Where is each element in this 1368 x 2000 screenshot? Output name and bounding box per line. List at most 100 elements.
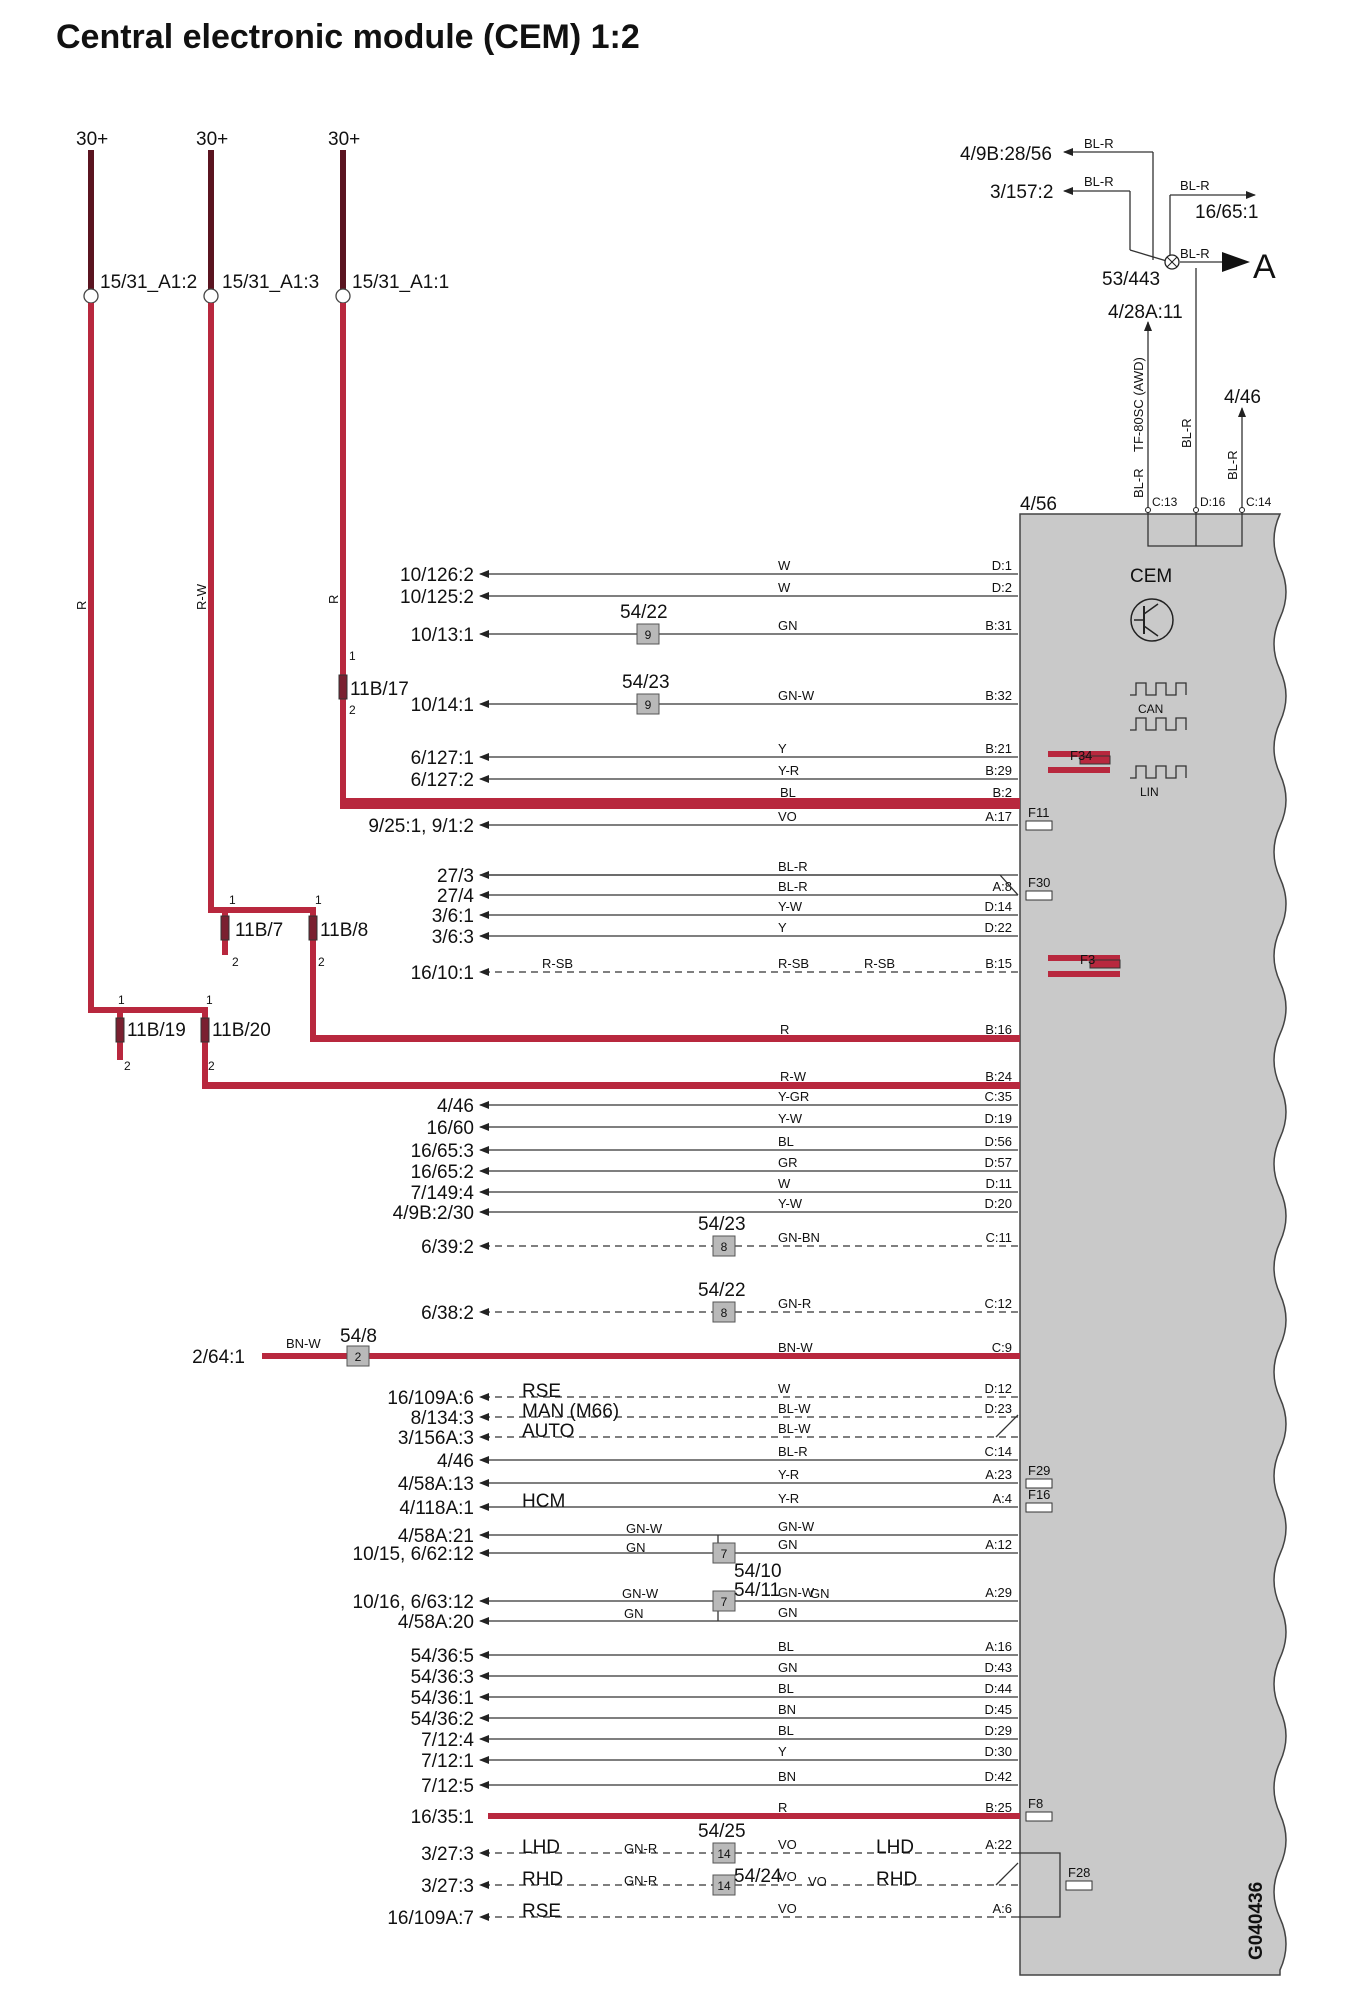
label-gn-3: GN bbox=[810, 1586, 830, 1601]
label-rhd-1: RHD bbox=[522, 1869, 563, 1890]
splice-number: 8 bbox=[721, 1306, 728, 1320]
splice-box: 854/22 bbox=[698, 1280, 746, 1323]
row-pin: D:22 bbox=[985, 920, 1012, 935]
row-destination: 16/65:3 bbox=[411, 1141, 474, 1162]
supply-2-fuse: 15/31_A1:3 bbox=[222, 272, 319, 293]
row-wire-color: GN bbox=[778, 1537, 798, 1552]
splice-ref: 54/10 bbox=[734, 1561, 782, 1582]
top-wire-6: BL-R bbox=[1179, 418, 1194, 448]
pin-num-d1: 1 bbox=[118, 993, 125, 1007]
row-wire-color: BL bbox=[778, 1723, 794, 1738]
splice-rect bbox=[712, 1235, 736, 1257]
row-pin: D:14 bbox=[985, 899, 1012, 914]
splice-number: 9 bbox=[645, 628, 652, 642]
connector-11b8: 11B/8 bbox=[320, 920, 368, 941]
row-destination: 4/58A:21 bbox=[398, 1526, 474, 1547]
top-wire-7: BL-R bbox=[1225, 450, 1240, 480]
label-gnr-2: GN-R bbox=[624, 1873, 657, 1888]
row-destination: 4/9B:2/30 bbox=[393, 1203, 474, 1224]
fuse-power-lead bbox=[1048, 955, 1120, 977]
row-pin: A:29 bbox=[985, 1585, 1012, 1600]
top-wire-4: BL-R bbox=[1180, 246, 1210, 261]
splice-ref: 54/11 bbox=[734, 1580, 780, 1601]
row-pin: D:23 bbox=[985, 1401, 1012, 1416]
transistor-icon bbox=[1130, 598, 1174, 642]
label-rhd-2: RHD bbox=[876, 1869, 917, 1890]
row-pin: B:2 bbox=[992, 785, 1012, 800]
label-lhd-2: LHD bbox=[876, 1837, 914, 1858]
label-gn-1: GN bbox=[626, 1540, 646, 1555]
row-pin: C:12 bbox=[985, 1296, 1012, 1311]
row-pin: A:22 bbox=[985, 1837, 1012, 1852]
row-destination: 4/58A:20 bbox=[398, 1612, 474, 1633]
splice-box: 754/11 bbox=[712, 1580, 780, 1612]
row-pin: A:16 bbox=[985, 1639, 1012, 1654]
splice-box: 854/23 bbox=[698, 1214, 746, 1257]
fuse: F29 bbox=[1025, 1463, 1053, 1489]
row-wire-color: Y-R bbox=[778, 763, 799, 778]
fuse-element bbox=[1079, 755, 1111, 765]
row-wire-color: Y bbox=[778, 741, 787, 756]
row-destination: 7/12:1 bbox=[421, 1751, 474, 1772]
label-gnr-1: GN-R bbox=[624, 1841, 657, 1856]
splice-number: 14 bbox=[717, 1879, 731, 1893]
row-wire-color: BL-R bbox=[778, 1444, 808, 1459]
row-wire-color: GN bbox=[778, 618, 798, 633]
row-destination: 16/35:1 bbox=[411, 1807, 474, 1828]
page-title: Central electronic module (CEM) 1:2 bbox=[56, 18, 640, 56]
row-pin: D:12 bbox=[985, 1381, 1012, 1396]
row-destination: 10/126:2 bbox=[400, 565, 474, 586]
row-pin: A:17 bbox=[985, 809, 1012, 824]
splice-number: 2 bbox=[355, 1350, 362, 1364]
row-wire-color: W bbox=[778, 580, 791, 595]
supply-2-wire: R-W bbox=[194, 583, 209, 610]
splice-box: 754/10 bbox=[712, 1542, 782, 1582]
row-wire-color: BN-W bbox=[778, 1340, 813, 1355]
row-pin: C:35 bbox=[985, 1089, 1012, 1104]
fuse-element bbox=[1025, 1811, 1053, 1822]
top-wire-2: BL-R bbox=[1084, 174, 1114, 189]
row-pin: D:20 bbox=[985, 1196, 1012, 1211]
label-rse-1: RSE bbox=[522, 1381, 561, 1402]
row-destination: 6/127:1 bbox=[411, 748, 474, 769]
cem-ref-label: 4/56 bbox=[1020, 494, 1057, 515]
row-wire-color: BL bbox=[778, 1681, 794, 1696]
supply-1-fuse: 15/31_A1:2 bbox=[100, 272, 197, 293]
row-destination: 7/149:4 bbox=[411, 1183, 475, 1204]
row-destination: 16/10:1 bbox=[411, 963, 474, 984]
label-rsb-2: R-SB bbox=[864, 956, 895, 971]
splice-number: 9 bbox=[645, 698, 652, 712]
label-hcm: HCM bbox=[522, 1491, 565, 1512]
splice-ref: 54/25 bbox=[698, 1821, 746, 1842]
row-destination: 3/6:1 bbox=[432, 906, 474, 927]
supply-3-fuse: 15/31_A1:1 bbox=[352, 272, 449, 293]
row-destination: 16/109A:7 bbox=[387, 1908, 474, 1929]
splice-box: 954/22 bbox=[620, 602, 668, 645]
signal-row: 4/58A:21 GN-W bbox=[398, 1519, 1018, 1547]
row-wire-color: GN-W bbox=[778, 1519, 815, 1534]
pin-num-c2: 2 bbox=[318, 955, 325, 969]
fuse-label: F30 bbox=[1028, 875, 1050, 890]
row-pin: B:24 bbox=[985, 1069, 1012, 1084]
top-dest-4: 53/443 bbox=[1102, 269, 1160, 290]
row-pin: D:19 bbox=[985, 1111, 1012, 1126]
row-wire-color: BL-W bbox=[778, 1401, 811, 1416]
label-gnw-1: GN-W bbox=[626, 1521, 663, 1536]
row-destination: 27/3 bbox=[437, 866, 474, 887]
row-wire-color: GN-W bbox=[778, 1585, 815, 1600]
